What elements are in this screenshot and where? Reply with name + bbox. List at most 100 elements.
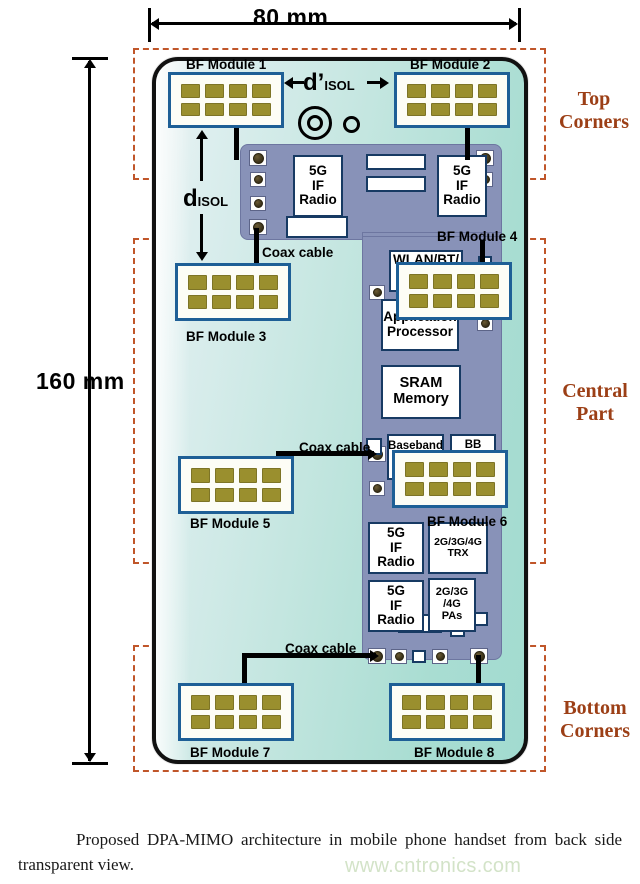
antenna-patch [252,84,271,98]
antenna-patch [425,714,445,729]
coax-cable-label-2: Coax cable [299,440,371,455]
bf-module-5[interactable] [178,456,294,514]
antenna-patch [262,695,281,710]
antenna-patch [188,275,207,290]
region-label-central-part: Central Part [562,380,628,425]
antenna-patch [228,84,248,98]
antenna-patch [409,293,428,308]
antenna-patch [402,714,421,729]
d-prime-line-left [292,81,304,84]
coax-cable-bf3 [254,228,259,263]
antenna-patch [262,468,281,483]
antenna-patch [238,468,258,483]
antenna-patch [191,695,210,710]
coax-connector-pad[interactable] [250,196,266,211]
coax-connector-pad[interactable] [391,649,407,664]
figure-caption: Proposed DPA-MIMO architecture in mobile… [18,830,622,874]
antenna-patch [238,487,258,502]
dim-top-tick-right [518,8,521,42]
antenna-patch [191,714,210,729]
antenna-patch [235,294,255,309]
chip-2g3g4g-trx: 2G/3G/4G TRX [428,522,488,574]
antenna-patch [405,462,424,477]
coax-cable-bf7-arrow [370,649,379,662]
antenna-patch [214,468,234,483]
antenna-patch [191,468,210,483]
coax-connector-pad[interactable] [432,649,448,664]
dim-left-tick-bottom [72,762,108,765]
d-isol-line-down [200,214,203,256]
antenna-patch [181,102,200,116]
antenna-patch [259,294,278,309]
antenna-patch [238,714,258,729]
chip-5g-if-radio-4: 5G IF Radio [368,580,424,632]
bf-module-8[interactable] [389,683,505,741]
camera-lens-inner-icon [307,115,323,131]
antenna-patch [409,274,428,289]
bf-module-3[interactable] [175,263,291,321]
antenna-patch [452,481,472,496]
coax-cable-bf5 [276,451,374,456]
antenna-patch [476,462,495,477]
watermark-text: www.cntronics.com [345,855,522,877]
dim-left-tick-top [72,57,108,60]
dim-left-line [88,61,91,761]
chip-5g-if-radio-2: 5G IF Radio [437,155,487,217]
coax-connector-pad[interactable] [249,150,267,166]
antenna-patch [432,274,452,289]
antenna-patch [473,695,492,710]
antenna-patch [214,714,234,729]
coax-connector-pad[interactable] [369,285,385,300]
pcb-blank-component [366,154,426,170]
antenna-patch [211,275,231,290]
chip-5g-if-radio-1: 5G IF Radio [293,155,343,217]
antenna-patch [188,294,207,309]
bf-module-1[interactable] [168,72,284,128]
antenna-patch [430,102,450,116]
pcb-blank-component [412,650,426,663]
antenna-patch [432,293,452,308]
d-prime-arrow-left [284,76,293,89]
coax-cable-bf5-arrow [368,447,377,460]
pcb-blank-component [474,612,488,626]
d-isol-arrow-up [195,130,208,139]
d-prime-symbol: d’ [303,69,325,96]
pcb-blank-component [366,176,426,192]
bf-module-8-label: BF Module 8 [414,745,495,760]
antenna-patch [407,102,426,116]
d-subscript: ISOL [197,194,229,209]
antenna-patch [252,102,271,116]
dim-top-tick-left [148,8,151,42]
region-label-top-corners: Top Corners [559,88,629,133]
bf-module-6-label: BF Module 6 [427,514,508,529]
coax-cable-label-1: Coax cable [262,245,334,260]
chip-2g3g4g-pas: 2G/3G /4G PAs [428,578,476,632]
dim-top-arrow-right [509,17,518,30]
bf-module-2[interactable] [394,72,510,128]
coax-cable-label-3: Coax cable [285,641,357,656]
antenna-patch [262,487,281,502]
bf-module-6[interactable] [392,450,508,508]
antenna-patch [478,84,497,98]
antenna-patch [235,275,255,290]
antenna-patch [478,102,497,116]
coax-connector-pad[interactable] [250,172,266,187]
antenna-patch [262,714,281,729]
bf-module-5-label: BF Module 5 [190,516,271,531]
width-dimension-label: 80 mm [253,4,329,30]
bf-module-7[interactable] [178,683,294,741]
coax-connector-pad[interactable] [249,219,267,235]
antenna-patch [480,274,499,289]
bf-module-1-label: BF Module 1 [186,57,267,72]
bf-module-4[interactable] [396,262,512,320]
antenna-patch [480,293,499,308]
d-isol-label: dISOL [183,185,228,213]
d-isol-line-up [200,135,203,181]
chip-5g-if-radio-3: 5G IF Radio [368,522,424,574]
antenna-patch [405,481,424,496]
chip-sram-memory: SRAM Memory [381,365,461,419]
coax-connector-pad[interactable] [369,481,385,496]
height-dimension-label: 160 mm [36,368,125,394]
antenna-patch [214,487,234,502]
